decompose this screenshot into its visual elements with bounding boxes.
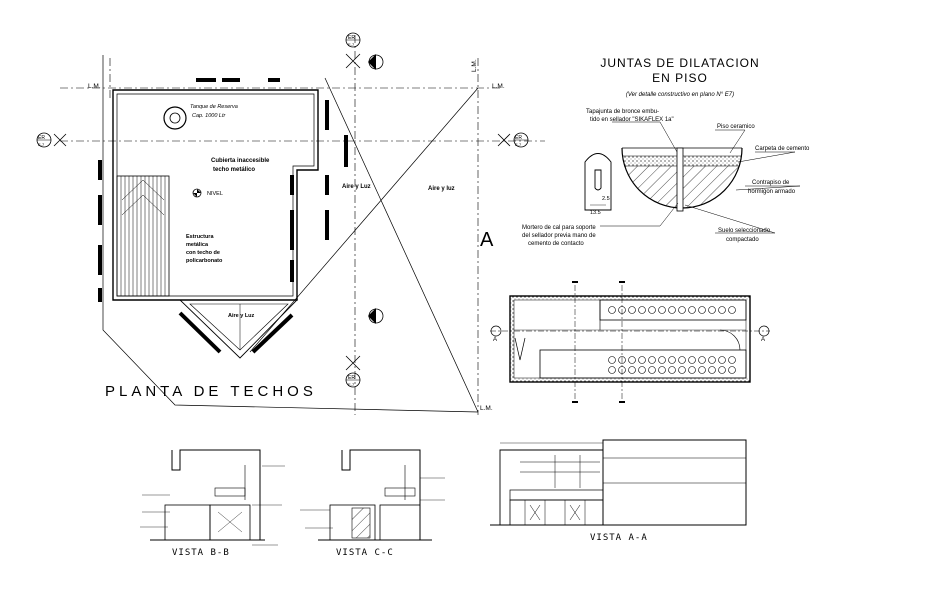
svg-text:E-7: E-7 (348, 382, 355, 387)
label-mortero-2: del sellador previa mano de (522, 233, 596, 239)
structure-label-2: metálica (186, 242, 209, 248)
level-symbol-icon (192, 188, 202, 198)
lm-label-bottom-right: L.M. (480, 405, 493, 412)
cut-marker-right: A (758, 325, 770, 343)
joints-title-2: EN PISO (652, 71, 708, 85)
svg-text:ER: ER (348, 375, 355, 381)
label-piso: Piso ceramico (717, 124, 755, 130)
section-marker-er-right: ER E-7 (497, 132, 529, 148)
label-mortero-3: cemento de contacto (528, 241, 584, 247)
label-contrapiso-2: hormigon armado (748, 189, 796, 195)
property-lines (60, 35, 545, 415)
svg-text:E-7: E-7 (515, 142, 522, 147)
tank-label-2: Cap. 1000 Ltr (192, 113, 226, 119)
svg-text:E-7: E-7 (348, 42, 355, 47)
cut-marker-left: A (490, 325, 502, 343)
tank-icon (163, 106, 187, 130)
section-marker-er-left: ER E-7 (36, 132, 67, 148)
lm-label-top-right: L.M. (492, 83, 505, 90)
svg-text:ER: ER (348, 35, 355, 41)
vista-cc-title: VISTA C-C (336, 548, 394, 558)
polycarbonate-roof (116, 175, 170, 297)
window-marks (98, 78, 348, 302)
structure-label-3: con techo de (186, 250, 220, 256)
joints-title-1: JUNTAS DE DILATACION (600, 56, 759, 70)
lm-label-top-left: L.M. (88, 83, 101, 90)
vista-bb-title: VISTA B-B (172, 548, 230, 558)
vista-aa-title: VISTA A-A (590, 533, 648, 543)
roof-plan-title: PLANTA DE TECHOS (105, 383, 317, 400)
label-contrapiso-1: Contrapiso de (752, 180, 790, 186)
air-light-label-2: Aire y luz (428, 186, 455, 192)
label-tapajunta-2: tido en sellador "SIKAFLEX 1a" (590, 117, 674, 123)
joint-section-circle (621, 147, 743, 212)
roof-label-1: Cubierta inaccesible (211, 158, 270, 164)
tank-label-1: Tanque de Reserva (190, 104, 238, 110)
level-label: NIVEL (207, 191, 223, 197)
elevation-vista-aa (490, 439, 747, 526)
joint-leader-lines (600, 121, 801, 234)
entrance-canopy (178, 299, 299, 359)
label-carpeta: Carpeta de cemento (755, 146, 810, 152)
elevation-vista-bb (140, 449, 285, 546)
joint-profile (584, 153, 612, 211)
label-mortero-1: Mortero de cal para soporte (522, 225, 596, 231)
kitchen-plan-detail: A A (490, 281, 770, 403)
section-marker-er-bottom: ER E-7 (345, 355, 361, 388)
joint-dim-1: 2.5 (602, 196, 610, 202)
cut-arrow-icon (514, 337, 526, 361)
svg-text:ER: ER (515, 135, 522, 141)
label-suelo-2: compactado (726, 237, 759, 243)
lm-label-mid: L.M. (471, 59, 478, 72)
svg-text:A: A (761, 337, 765, 343)
structure-label-4: policarbonato (186, 258, 223, 264)
section-marker-er-top: ER E-7 (345, 32, 361, 69)
cut-tick-marks (572, 281, 625, 403)
canopy-bars (178, 311, 294, 354)
roof-plan: Tanque de Reserva Cap. 1000 Ltr Cubierta… (36, 32, 545, 415)
svg-text:A: A (493, 337, 497, 343)
roof-label-2: techo metálico (213, 167, 255, 173)
air-light-label-3: Aire y Luz (228, 313, 255, 319)
north-arrow-icon (368, 54, 384, 70)
floor-joint-detail: JUNTAS DE DILATACION EN PISO (Ver detall… (522, 56, 810, 247)
svg-text:E-7: E-7 (38, 142, 45, 147)
joint-dim-2: 13.5 (590, 210, 601, 216)
section-letter-a: A (480, 229, 494, 251)
structure-label-1: Estructura (186, 234, 214, 240)
svg-text:ER: ER (38, 135, 45, 141)
label-tapajunta-1: Tapajunta de bronce embu- (586, 109, 659, 115)
joints-subtitle: (Ver detalle constructivo en plano N° E7… (626, 92, 734, 98)
air-light-label-1: Aire y Luz (342, 184, 371, 190)
north-arrow-icon-2 (368, 308, 384, 324)
cooktop-burners (608, 306, 736, 374)
label-suelo-1: Suelo seleccionado (718, 228, 771, 234)
elevation-vista-cc (300, 449, 445, 541)
lot-lines (102, 55, 479, 413)
